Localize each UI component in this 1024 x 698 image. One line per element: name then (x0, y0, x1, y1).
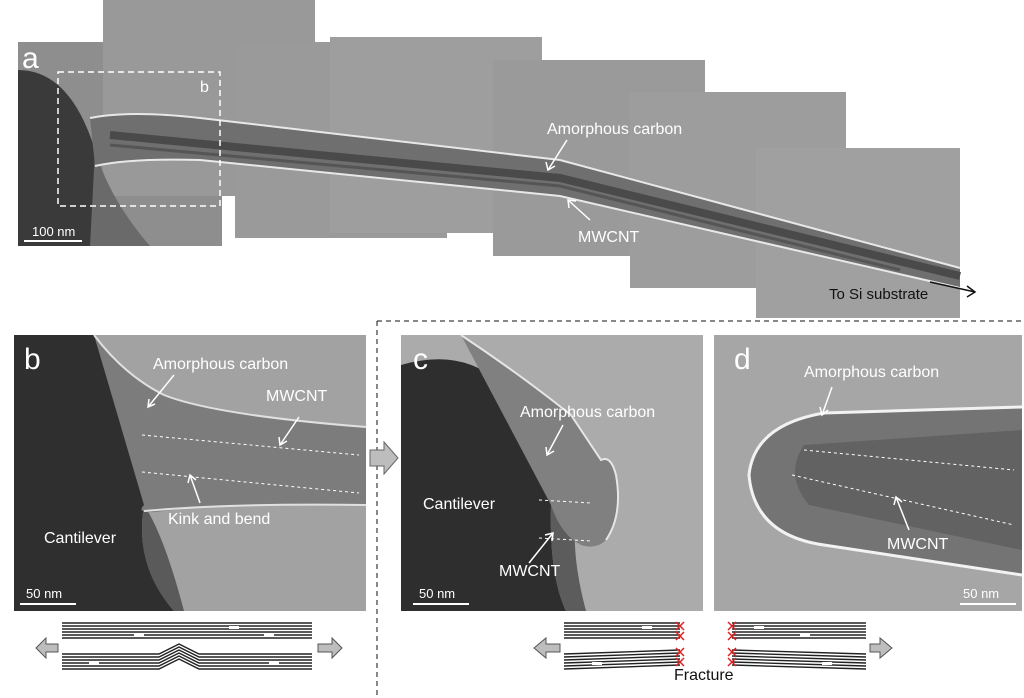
label-mwcnt: MWCNT (578, 229, 640, 246)
label-mwcnt: MWCNT (887, 536, 949, 553)
label-mwcnt: MWCNT (499, 563, 561, 580)
inset-label-b: b (200, 79, 209, 96)
label-mwcnt: MWCNT (266, 388, 328, 405)
panel-b: b Amorphous carbon MWCNT Kink and bend C… (14, 335, 366, 611)
scale-bar (413, 603, 469, 605)
scale-bar (960, 603, 1016, 605)
scale-bar (24, 240, 82, 242)
label-to-substrate: To Si substrate (829, 286, 929, 303)
panel-b-image (14, 335, 366, 611)
schematic-fracture (533, 621, 893, 670)
nanotube-image (18, 70, 977, 298)
scale-bar (20, 603, 76, 605)
label-kink-and-bend: Kink and bend (168, 511, 271, 528)
panel-label-d: d (734, 343, 751, 376)
panel-a: a b Amorphous carbon MWCNT To Si substra… (0, 0, 1024, 320)
label-cantilever: Cantilever (44, 530, 117, 547)
panel-label-b: b (24, 343, 41, 376)
label-amorphous-carbon: Amorphous carbon (153, 356, 289, 373)
panel-c-image (401, 335, 619, 611)
panel-label-a: a (22, 42, 39, 75)
label-amorphous-carbon: Amorphous carbon (547, 121, 683, 138)
panel-label-c: c (413, 343, 428, 376)
scale-bar-label: 50 nm (419, 586, 456, 601)
panel-c: c Amorphous carbon Cantilever MWCNT 50 n… (401, 335, 703, 611)
scale-bar-label: 50 nm (26, 586, 63, 601)
schematic-kink (35, 622, 343, 670)
fracture-mark-icon (675, 621, 737, 667)
scale-bar-label: 100 nm (32, 224, 76, 239)
label-amorphous-carbon: Amorphous carbon (804, 364, 940, 381)
transition-arrow-icon (369, 440, 399, 476)
label-cantilever: Cantilever (423, 496, 496, 513)
label-amorphous-carbon: Amorphous carbon (520, 404, 656, 421)
label-fracture: Fracture (674, 667, 734, 684)
scale-bar-label: 50 nm (963, 586, 1000, 601)
panel-d-image (747, 386, 1022, 577)
panel-d: d Amorphous carbon MWCNT 50 nm (714, 335, 1022, 611)
